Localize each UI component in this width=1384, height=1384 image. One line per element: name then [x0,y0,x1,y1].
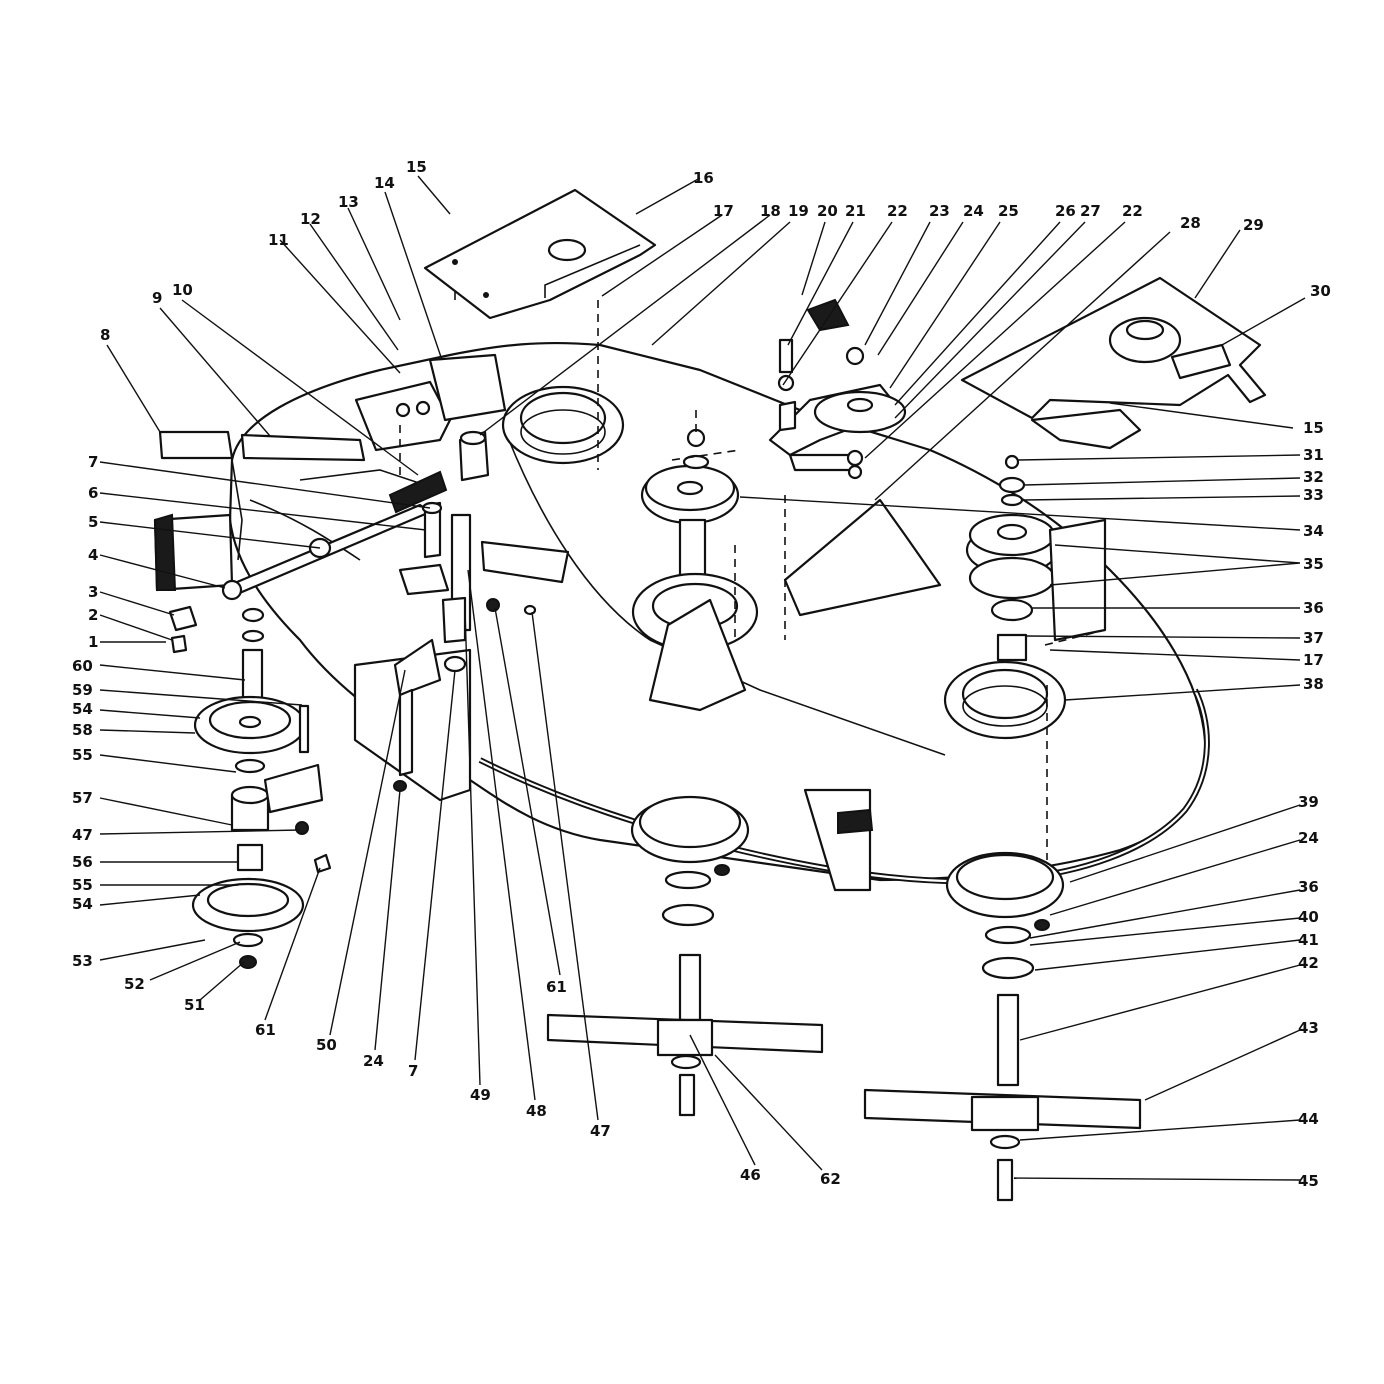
center-blade-assembly [546,795,824,1117]
callout-28: 28 [1180,214,1201,232]
callout-20: 20 [817,202,838,220]
callout-34: 34 [1303,522,1324,540]
callouts: 1 2 3 4 5 6 7 8 9 10 11 12 13 14 15 16 1… [72,158,1331,1190]
callout-35: 35 [1303,555,1324,573]
callout-9: 9 [152,289,162,307]
callout-24: 24 [963,202,984,220]
callout-30: 30 [1310,282,1331,300]
callout-32: 32 [1303,468,1324,486]
callout-14: 14 [374,174,395,192]
callout-19: 19 [788,202,809,220]
callout-16: 16 [693,169,714,187]
callout-54b: 54 [72,895,93,913]
callout-51: 51 [184,996,205,1014]
callout-27: 27 [1080,202,1101,220]
callout-38: 38 [1303,675,1324,693]
callout-1: 1 [88,633,98,651]
callout-46: 46 [740,1166,761,1184]
callout-6: 6 [88,484,98,502]
callout-47b: 47 [590,1122,611,1140]
left-bracket-assembly [153,353,507,592]
callout-45: 45 [1298,1172,1319,1190]
callout-48: 48 [526,1102,547,1120]
callout-7b: 7 [408,1062,418,1080]
callout-4: 4 [88,546,98,564]
right-pulley-stack [965,454,1107,662]
callout-17: 17 [713,202,734,220]
callout-55b: 55 [72,876,93,894]
lift-bracket-assembly [353,513,570,802]
belt-cover-16 [423,188,657,320]
bearing-housing-upper [501,385,625,465]
callout-21: 21 [845,202,866,220]
callout-60: 60 [72,657,93,675]
callout-15: 15 [406,158,427,176]
bearing-housing-center [631,572,759,712]
callout-55: 55 [72,746,93,764]
callout-59: 59 [72,681,93,699]
callout-54: 54 [72,700,93,718]
callout-37: 37 [1303,629,1324,647]
callout-41: 41 [1298,931,1319,949]
callout-17b: 17 [1303,651,1324,669]
callout-53: 53 [72,952,93,970]
callout-56: 56 [72,853,93,871]
alignment-lines [399,300,1106,860]
callout-8: 8 [100,326,110,344]
callout-3: 3 [88,583,98,601]
callout-36b: 36 [1298,878,1319,896]
callout-26: 26 [1055,202,1076,220]
callout-22: 22 [887,202,908,220]
callout-61: 61 [255,1021,276,1039]
callout-10: 10 [172,281,193,299]
callout-5: 5 [88,513,98,531]
callout-43: 43 [1298,1019,1319,1037]
callout-24b: 24 [1298,829,1319,847]
callout-13: 13 [338,193,359,211]
callout-39: 39 [1298,793,1319,811]
callout-2: 2 [88,606,98,624]
callout-47: 47 [72,826,93,844]
callout-52: 52 [124,975,145,993]
deck-baffle [783,498,942,892]
right-blade-assembly [863,851,1142,1202]
leader-lines [99,175,1306,1181]
callout-22b: 22 [1122,202,1143,220]
callout-25: 25 [998,202,1019,220]
callout-61b: 61 [546,978,567,996]
callout-24c: 24 [363,1052,384,1070]
pulley-cover-29 [960,276,1267,450]
callout-57: 57 [72,789,93,807]
callout-49: 49 [470,1086,491,1104]
callout-36: 36 [1303,599,1324,617]
callout-23: 23 [929,202,950,220]
callout-58: 58 [72,721,93,739]
callout-44: 44 [1298,1110,1319,1128]
callout-12: 12 [300,210,321,228]
idler-rod-assembly [140,470,448,654]
callout-29: 29 [1243,216,1264,234]
callout-18: 18 [760,202,781,220]
left-spindle-assembly [191,607,332,969]
callout-40: 40 [1298,908,1319,926]
callout-62: 62 [820,1170,841,1188]
right-idler-arm [768,298,907,480]
callout-15b: 15 [1303,419,1324,437]
callout-50: 50 [316,1036,337,1054]
callout-11: 11 [268,231,289,249]
bearing-housing-right [943,660,1067,740]
callout-42: 42 [1298,954,1319,972]
callout-31: 31 [1303,446,1324,464]
callout-33: 33 [1303,486,1324,504]
callout-7: 7 [88,453,98,471]
